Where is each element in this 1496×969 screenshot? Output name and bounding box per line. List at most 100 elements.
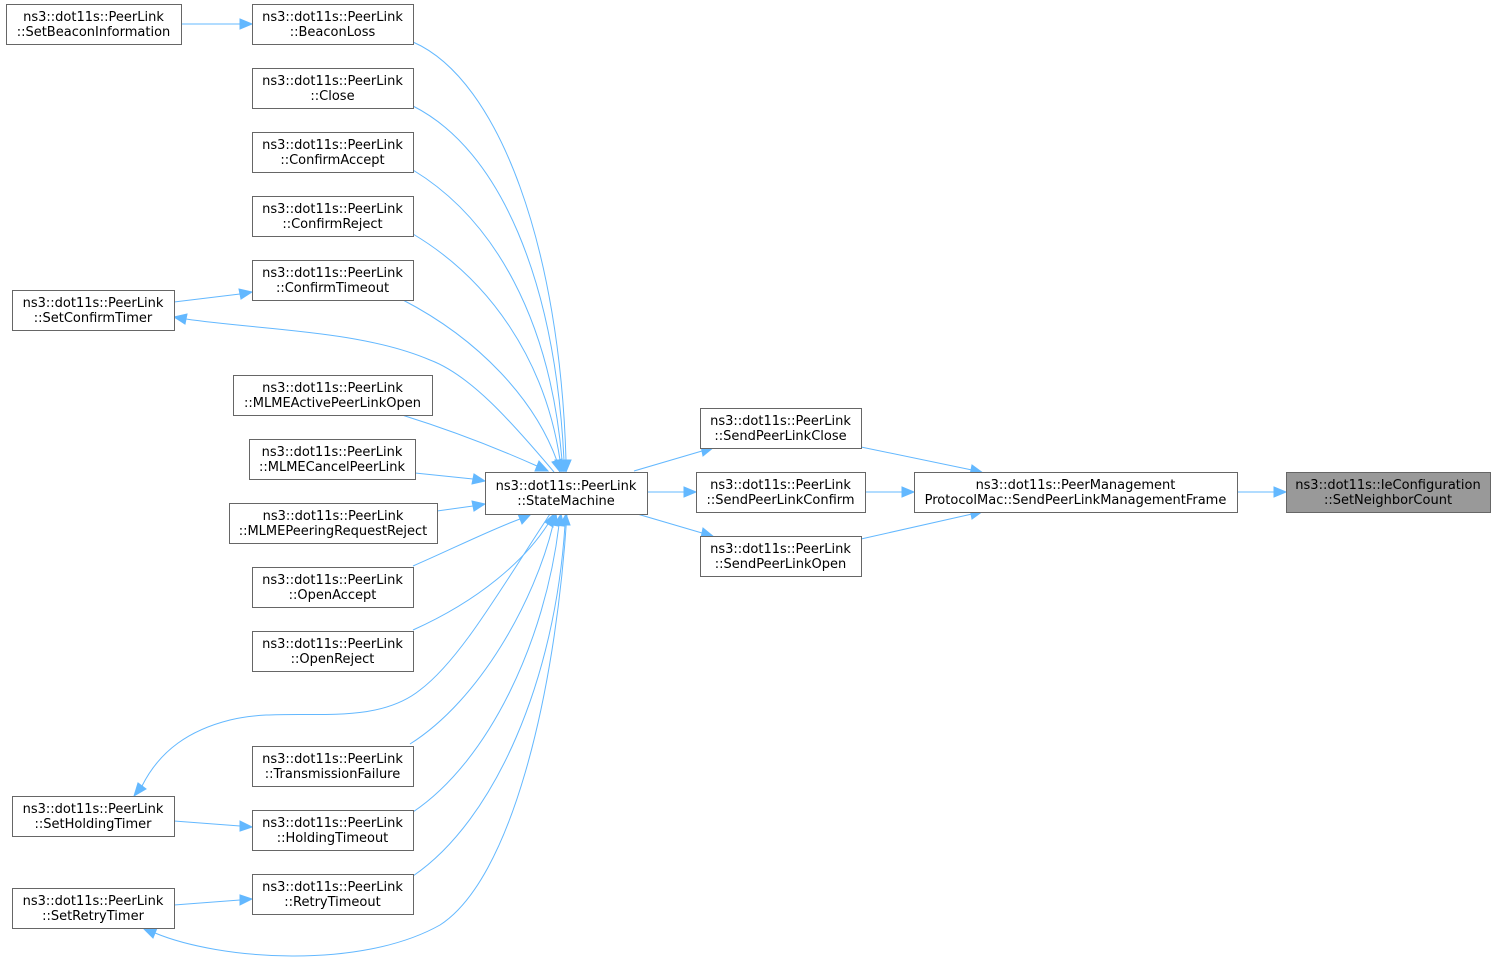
node-label-line2: ProtocolMac::SendPeerLinkManagementFrame <box>925 493 1227 508</box>
node-label-line2: ::SendPeerLinkClose <box>714 429 846 444</box>
node-label-line2: ::SetBeaconInformation <box>17 25 171 40</box>
node-label-line1: ns3::dot11s::PeerLink <box>710 478 851 493</box>
node-send-peer-link-mgmt[interactable]: ns3::dot11s::PeerManagementProtocolMac::… <box>914 472 1238 513</box>
node-beacon-loss[interactable]: ns3::dot11s::PeerLink::BeaconLoss <box>252 4 414 45</box>
node-set-retry-timer[interactable]: ns3::dot11s::PeerLink::SetRetryTimer <box>12 888 175 929</box>
node-open-reject[interactable]: ns3::dot11s::PeerLink::OpenReject <box>252 631 414 672</box>
node-label-line2: ::Close <box>310 89 354 104</box>
node-box <box>252 567 414 608</box>
node-mlme-peering[interactable]: ns3::dot11s::PeerLink::MLMEPeeringReques… <box>229 503 438 544</box>
node-label-line2: ::ConfirmReject <box>282 217 382 232</box>
edge-close-to-statemachine <box>412 105 570 474</box>
node-box <box>12 290 175 331</box>
node-label-line1: ns3::dot11s::PeerLink <box>262 752 403 767</box>
node-box <box>1286 472 1491 513</box>
node-confirm-accept[interactable]: ns3::dot11s::PeerLink::ConfirmAccept <box>252 132 414 173</box>
node-box <box>700 536 862 577</box>
edge-setconfirmtimer-to-confirmtimeout <box>173 288 254 303</box>
node-box <box>252 874 414 915</box>
node-label-line2: ::MLMECancelPeerLink <box>259 460 405 475</box>
node-label-line2: ::SetRetryTimer <box>42 909 145 924</box>
edge-mlmepeering-to-statemachine <box>436 500 487 512</box>
node-label-line1: ns3::dot11s::PeerLink <box>262 138 403 153</box>
node-label-line1: ns3::dot11s::PeerLink <box>262 637 403 652</box>
nodes-layer: ns3::dot11s::IeConfiguration::SetNeighbo… <box>6 4 1491 929</box>
node-label-line2: ::OpenReject <box>291 652 375 667</box>
node-box <box>6 4 182 45</box>
edge-sendpeerlinkmgmt-to-setneighborcount <box>1237 486 1288 498</box>
node-mlme-cancel[interactable]: ns3::dot11s::PeerLink::MLMECancelPeerLin… <box>249 439 416 480</box>
node-holding-timeout[interactable]: ns3::dot11s::PeerLink::HoldingTimeout <box>252 810 414 851</box>
node-transmission-failure[interactable]: ns3::dot11s::PeerLink::TransmissionFailu… <box>252 746 414 787</box>
node-box <box>252 260 414 301</box>
node-label-line1: ns3::dot11s::PeerLink <box>262 880 403 895</box>
edge-statemachine-to-sendpeerlinkconfirm <box>647 486 698 498</box>
node-set-neighbor-count[interactable]: ns3::dot11s::IeConfiguration::SetNeighbo… <box>1286 472 1491 513</box>
node-box <box>252 4 414 45</box>
node-set-holding-timer[interactable]: ns3::dot11s::PeerLink::SetHoldingTimer <box>12 796 175 837</box>
node-label-line2: ::ConfirmAccept <box>280 153 384 168</box>
node-box <box>249 439 416 480</box>
node-label-line1: ns3::dot11s::PeerLink <box>710 414 851 429</box>
node-label-line1: ns3::dot11s::PeerLink <box>23 296 164 311</box>
edge-setholdingtimer-to-holdingtimeout <box>173 820 254 832</box>
node-box <box>252 746 414 787</box>
edge-holdingtimeout-to-statemachine <box>412 512 565 813</box>
node-box <box>914 472 1238 513</box>
node-label-line2: ::TransmissionFailure <box>265 767 401 782</box>
node-label-line2: ::BeaconLoss <box>290 25 376 40</box>
node-confirm-timeout[interactable]: ns3::dot11s::PeerLink::ConfirmTimeout <box>252 260 414 301</box>
edge-sendpeerlinkopen-to-sendpeerlinkmgmt <box>860 508 985 540</box>
node-label-line1: ns3::dot11s::PeerLink <box>23 10 164 25</box>
node-label-line1: ns3::dot11s::PeerLink <box>262 202 403 217</box>
edge-sendpeerlinkconfirm-to-sendpeerlinkmgmt <box>865 486 916 498</box>
node-label-line1: ns3::dot11s::PeerLink <box>262 381 403 396</box>
node-label-line1: ns3::dot11s::PeerLink <box>23 894 164 909</box>
edge-statemachine-to-sendpeerlinkclose <box>633 445 716 472</box>
node-retry-timeout[interactable]: ns3::dot11s::PeerLink::RetryTimeout <box>252 874 414 915</box>
node-label-line1: ns3::dot11s::PeerLink <box>262 10 403 25</box>
node-label-line1: ns3::dot11s::PeerLink <box>262 266 403 281</box>
node-send-peer-link-open[interactable]: ns3::dot11s::PeerLink::SendPeerLinkOpen <box>700 536 862 577</box>
edge-retrytimeout-to-statemachine <box>412 512 571 877</box>
edge-confirmtimeout-to-statemachine <box>402 299 563 474</box>
node-box <box>252 132 414 173</box>
node-mlme-active[interactable]: ns3::dot11s::PeerLink::MLMEActivePeerLin… <box>233 375 433 416</box>
node-set-confirm-timer[interactable]: ns3::dot11s::PeerLink::SetConfirmTimer <box>12 290 175 331</box>
node-confirm-reject[interactable]: ns3::dot11s::PeerLink::ConfirmReject <box>252 196 414 237</box>
node-box <box>700 408 862 449</box>
node-box <box>696 472 866 513</box>
node-label-line2: ::SendPeerLinkOpen <box>715 557 847 572</box>
node-box <box>252 196 414 237</box>
node-label-line1: ns3::dot11s::PeerLink <box>496 479 637 494</box>
node-label-line1: ns3::dot11s::PeerManagement <box>976 478 1176 493</box>
node-box <box>229 503 438 544</box>
node-open-accept[interactable]: ns3::dot11s::PeerLink::OpenAccept <box>252 567 414 608</box>
edges-layer <box>133 18 1288 957</box>
edge-statemachine-to-setholdingtimer <box>133 513 551 798</box>
node-box <box>252 810 414 851</box>
node-box <box>233 375 433 416</box>
node-label-line2: ::SendPeerLinkConfirm <box>706 493 854 508</box>
node-box <box>12 796 175 837</box>
edge-statemachine-to-sendpeerlinkopen <box>633 512 716 539</box>
edge-sendpeerlinkclose-to-sendpeerlinkmgmt <box>860 446 985 476</box>
node-label-line2: ::RetryTimeout <box>284 895 380 910</box>
node-label-line1: ns3::dot11s::PeerLink <box>262 816 403 831</box>
node-send-peer-link-close[interactable]: ns3::dot11s::PeerLink::SendPeerLinkClose <box>700 408 862 449</box>
node-set-beacon-info[interactable]: ns3::dot11s::PeerLink::SetBeaconInformat… <box>6 4 182 45</box>
node-box <box>485 472 648 515</box>
node-send-peer-link-confirm[interactable]: ns3::dot11s::PeerLink::SendPeerLinkConfi… <box>696 472 866 513</box>
node-box <box>252 68 414 109</box>
node-state-machine[interactable]: ns3::dot11s::PeerLink::StateMachine <box>485 472 648 515</box>
node-close[interactable]: ns3::dot11s::PeerLink::Close <box>252 68 414 109</box>
node-label-line1: ns3::dot11s::PeerLink <box>263 509 404 524</box>
edge-setbeaconinfo-to-beaconloss <box>181 18 254 30</box>
node-label-line2: ::SetHoldingTimer <box>35 817 153 832</box>
node-label-line1: ns3::dot11s::IeConfiguration <box>1295 478 1480 493</box>
edge-beaconloss-to-statemachine <box>412 41 572 474</box>
node-label-line2: ::HoldingTimeout <box>277 831 389 846</box>
node-box <box>12 888 175 929</box>
edge-openaccept-to-statemachine <box>412 513 533 567</box>
